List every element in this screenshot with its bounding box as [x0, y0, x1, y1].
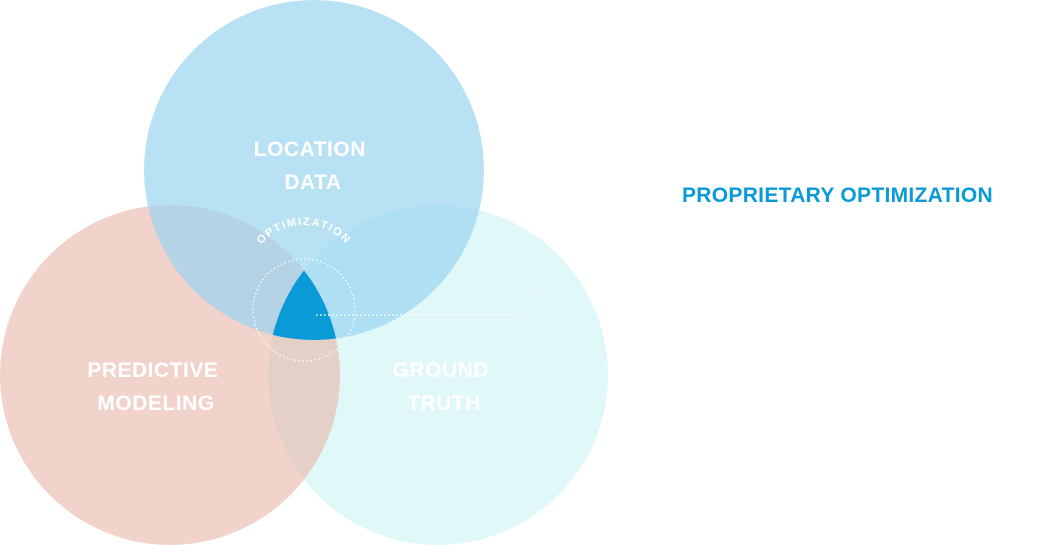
- ground-truth-label-line2: TRUTH: [407, 392, 481, 415]
- optimization-ring: [252, 258, 356, 362]
- location-data-label: LOCATION DATA: [254, 138, 372, 194]
- proprietary-optimization-callout: PROPRIETARY OPTIMIZATION: [682, 184, 993, 207]
- location-data-label-line1: LOCATION: [254, 138, 366, 161]
- location-data-label-line2: DATA: [284, 171, 341, 194]
- predictive-modeling-label: PREDICTIVE MODELING: [87, 359, 224, 415]
- ground-truth-label-line1: GROUND: [393, 359, 489, 382]
- predictive-modeling-label-line2: MODELING: [97, 392, 214, 415]
- location-data-circle: [144, 0, 484, 340]
- predictive-modeling-label-line1: PREDICTIVE: [87, 359, 218, 382]
- ground-truth-label: GROUND TRUTH: [393, 359, 496, 415]
